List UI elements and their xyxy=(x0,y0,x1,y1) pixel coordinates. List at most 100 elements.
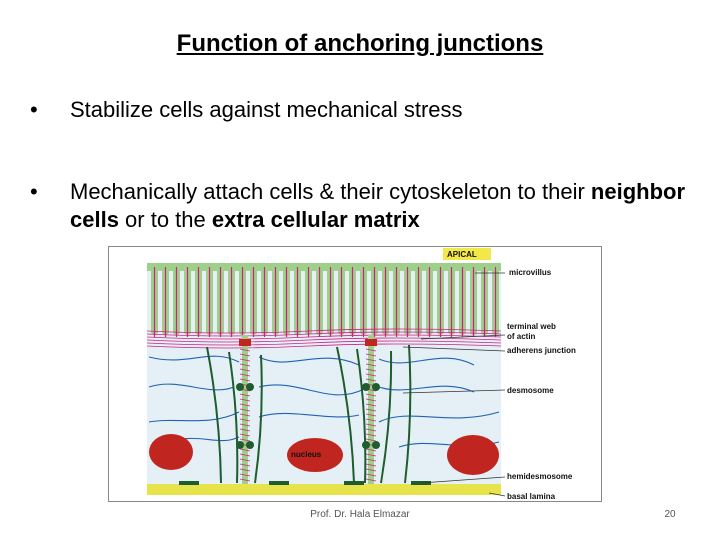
bullet-dot: • xyxy=(30,179,38,204)
bullet-emphasis-neighbor: neighbor cells xyxy=(70,179,686,232)
bullet-text: Mechanically attach cells & their cytosk… xyxy=(30,178,690,234)
membrane-stripe xyxy=(365,453,377,457)
desmosome-plaque xyxy=(362,441,370,449)
membrane-stripe xyxy=(365,353,377,357)
membrane-stripe xyxy=(365,478,377,482)
footer-author: Prof. Dr. Hala Elmazar xyxy=(310,509,410,520)
membrane-stripe xyxy=(365,438,377,442)
membrane-stripe xyxy=(239,473,251,477)
apical-tag xyxy=(443,248,491,260)
membrane-stripe xyxy=(239,358,251,362)
nucleus xyxy=(287,438,343,472)
bullet-text-part: or to the xyxy=(118,207,212,232)
leader-terminal-web xyxy=(420,334,506,340)
membrane-stripe xyxy=(239,448,251,452)
membrane-stripe xyxy=(239,468,251,472)
membrane-stripe xyxy=(365,423,377,427)
membrane-stripe xyxy=(365,433,377,437)
membrane-stripe xyxy=(365,458,377,462)
membrane-stripe xyxy=(239,428,251,432)
membrane-stripe xyxy=(239,453,251,457)
keratin-filament xyxy=(356,348,367,484)
intermediate-filament xyxy=(258,356,360,366)
leader-basal-lamina xyxy=(488,492,506,497)
membrane-stripe xyxy=(239,363,251,367)
keratin-filament xyxy=(336,346,355,484)
membrane-stripe xyxy=(365,378,377,382)
hemidesmosome-label: hemidesmosome xyxy=(507,472,573,481)
leader-desmosome xyxy=(402,389,506,394)
desmosome-plaque xyxy=(236,383,244,391)
bullet-stabilize: • Stabilize cells against mechanical str… xyxy=(30,96,690,124)
desmosome-plaque xyxy=(372,383,380,391)
actin-web-strand xyxy=(146,340,502,346)
membrane-stripe xyxy=(239,393,251,397)
membrane-stripe xyxy=(239,353,251,357)
anchoring-junction-diagram: APICAL microvillus terminal web of actin… xyxy=(108,246,602,502)
keratin-filament xyxy=(254,354,263,484)
actin-web-strand xyxy=(146,334,502,340)
membrane-stripe xyxy=(365,368,377,372)
keratin-filament xyxy=(404,344,412,484)
desmosome-label: desmosome xyxy=(507,386,554,395)
membrane-stripe xyxy=(239,418,251,422)
microvilli-group xyxy=(151,263,499,337)
microvillus-label: microvillus xyxy=(509,268,552,277)
membrane-stripe xyxy=(365,473,377,477)
desmosome-plaque xyxy=(362,383,370,391)
basal-lamina xyxy=(147,484,501,495)
junctions-group xyxy=(236,339,380,449)
intermediate-filament xyxy=(378,385,475,393)
page-number: 20 xyxy=(664,509,676,520)
apical-label: APICAL xyxy=(447,250,477,259)
hemidesmosome xyxy=(179,481,199,485)
membrane-stripe xyxy=(239,373,251,377)
membrane-stripe xyxy=(239,458,251,462)
actin-web-strand xyxy=(146,331,502,337)
desmosome-plaque xyxy=(246,383,254,391)
actin-web-group xyxy=(146,328,502,349)
nucleus xyxy=(149,434,193,470)
lateral-membranes-group xyxy=(239,335,377,485)
membrane-stripe xyxy=(365,398,377,402)
terminal-web-label: terminal web xyxy=(507,322,556,331)
membrane-stripe xyxy=(239,438,251,442)
membrane-stripe xyxy=(239,403,251,407)
membrane-stripe xyxy=(365,463,377,467)
membrane-stripe xyxy=(239,398,251,402)
desmosome-plaque xyxy=(372,441,380,449)
membrane-stripe xyxy=(239,433,251,437)
intermediate-filament xyxy=(258,384,365,396)
actin-web-strand xyxy=(146,328,502,334)
nucleus-label: nucleus xyxy=(291,450,322,459)
hemidesmosome xyxy=(269,481,289,485)
membrane-stripe xyxy=(239,463,251,467)
keratin-filaments-group xyxy=(206,344,412,484)
membrane-stripe xyxy=(239,413,251,417)
membrane-stripe xyxy=(239,368,251,372)
membrane-stripe xyxy=(365,363,377,367)
membrane-stripe xyxy=(239,478,251,482)
bullet-text: Stabilize cells against mechanical stres… xyxy=(70,97,463,122)
diagram-svg: APICAL microvillus terminal web of actin… xyxy=(146,248,576,501)
membrane-stripe xyxy=(239,408,251,412)
membrane-stripe xyxy=(365,413,377,417)
bullet-emphasis-ecm: extra cellular matrix xyxy=(211,207,420,232)
hemidesmosome xyxy=(344,481,364,485)
apical-membrane xyxy=(147,263,501,271)
slide-title: Function of anchoring junctions xyxy=(176,30,544,57)
basal-lamina-label: basal lamina xyxy=(507,492,556,501)
membrane-stripe xyxy=(365,373,377,377)
bullet-dot: • xyxy=(30,97,38,122)
membrane-stripe xyxy=(365,428,377,432)
intermediate-filament xyxy=(148,383,235,391)
bullet-attach: • Mechanically attach cells & their cyto… xyxy=(30,178,690,234)
desmosome-plaque xyxy=(236,441,244,449)
membrane-stripe xyxy=(365,348,377,352)
membrane-stripe xyxy=(365,403,377,407)
nuclei-group xyxy=(149,434,499,475)
intermediate-filament xyxy=(148,411,240,423)
keratin-filament xyxy=(380,350,393,484)
intermediate-filament xyxy=(378,357,475,366)
terminal-web-label-2: of actin xyxy=(507,332,536,341)
